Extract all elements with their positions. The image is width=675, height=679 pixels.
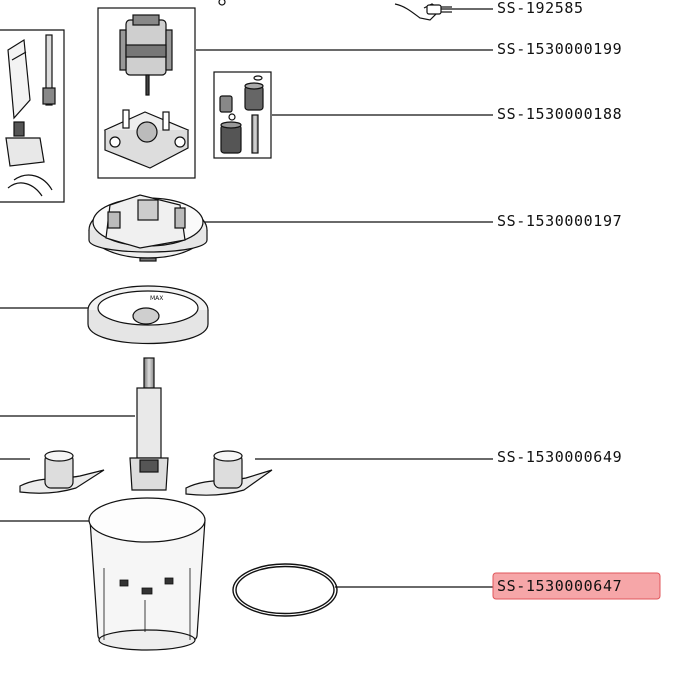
- blade-left: [19, 450, 105, 494]
- handle-parts-box: [0, 29, 65, 203]
- max-mark: MAX: [150, 295, 163, 302]
- blade-right: [185, 450, 273, 496]
- part-label-motor-housing: SS-1530000197: [497, 212, 623, 230]
- part-label-gasket-highlighted[interactable]: SS-1530000647: [497, 577, 623, 595]
- motor-housing-base: [88, 194, 208, 262]
- blade-shaft: [129, 357, 169, 491]
- highlight-box: [492, 572, 661, 600]
- part-label-power-cord: SS-192585: [497, 0, 584, 17]
- part-label-motor: SS-1530000199: [497, 40, 623, 58]
- power-cord-plug: [218, 0, 452, 21]
- part-label-blade: SS-1530000649: [497, 448, 623, 466]
- part-label-gears: SS-1530000188: [497, 105, 623, 123]
- gear-box: [213, 71, 272, 159]
- chopper-bowl: [88, 497, 206, 651]
- leader-lines: [0, 8, 493, 588]
- gasket-ring: [232, 563, 338, 617]
- motor-box: [97, 7, 196, 179]
- bowl-lid: MAX: [87, 285, 209, 345]
